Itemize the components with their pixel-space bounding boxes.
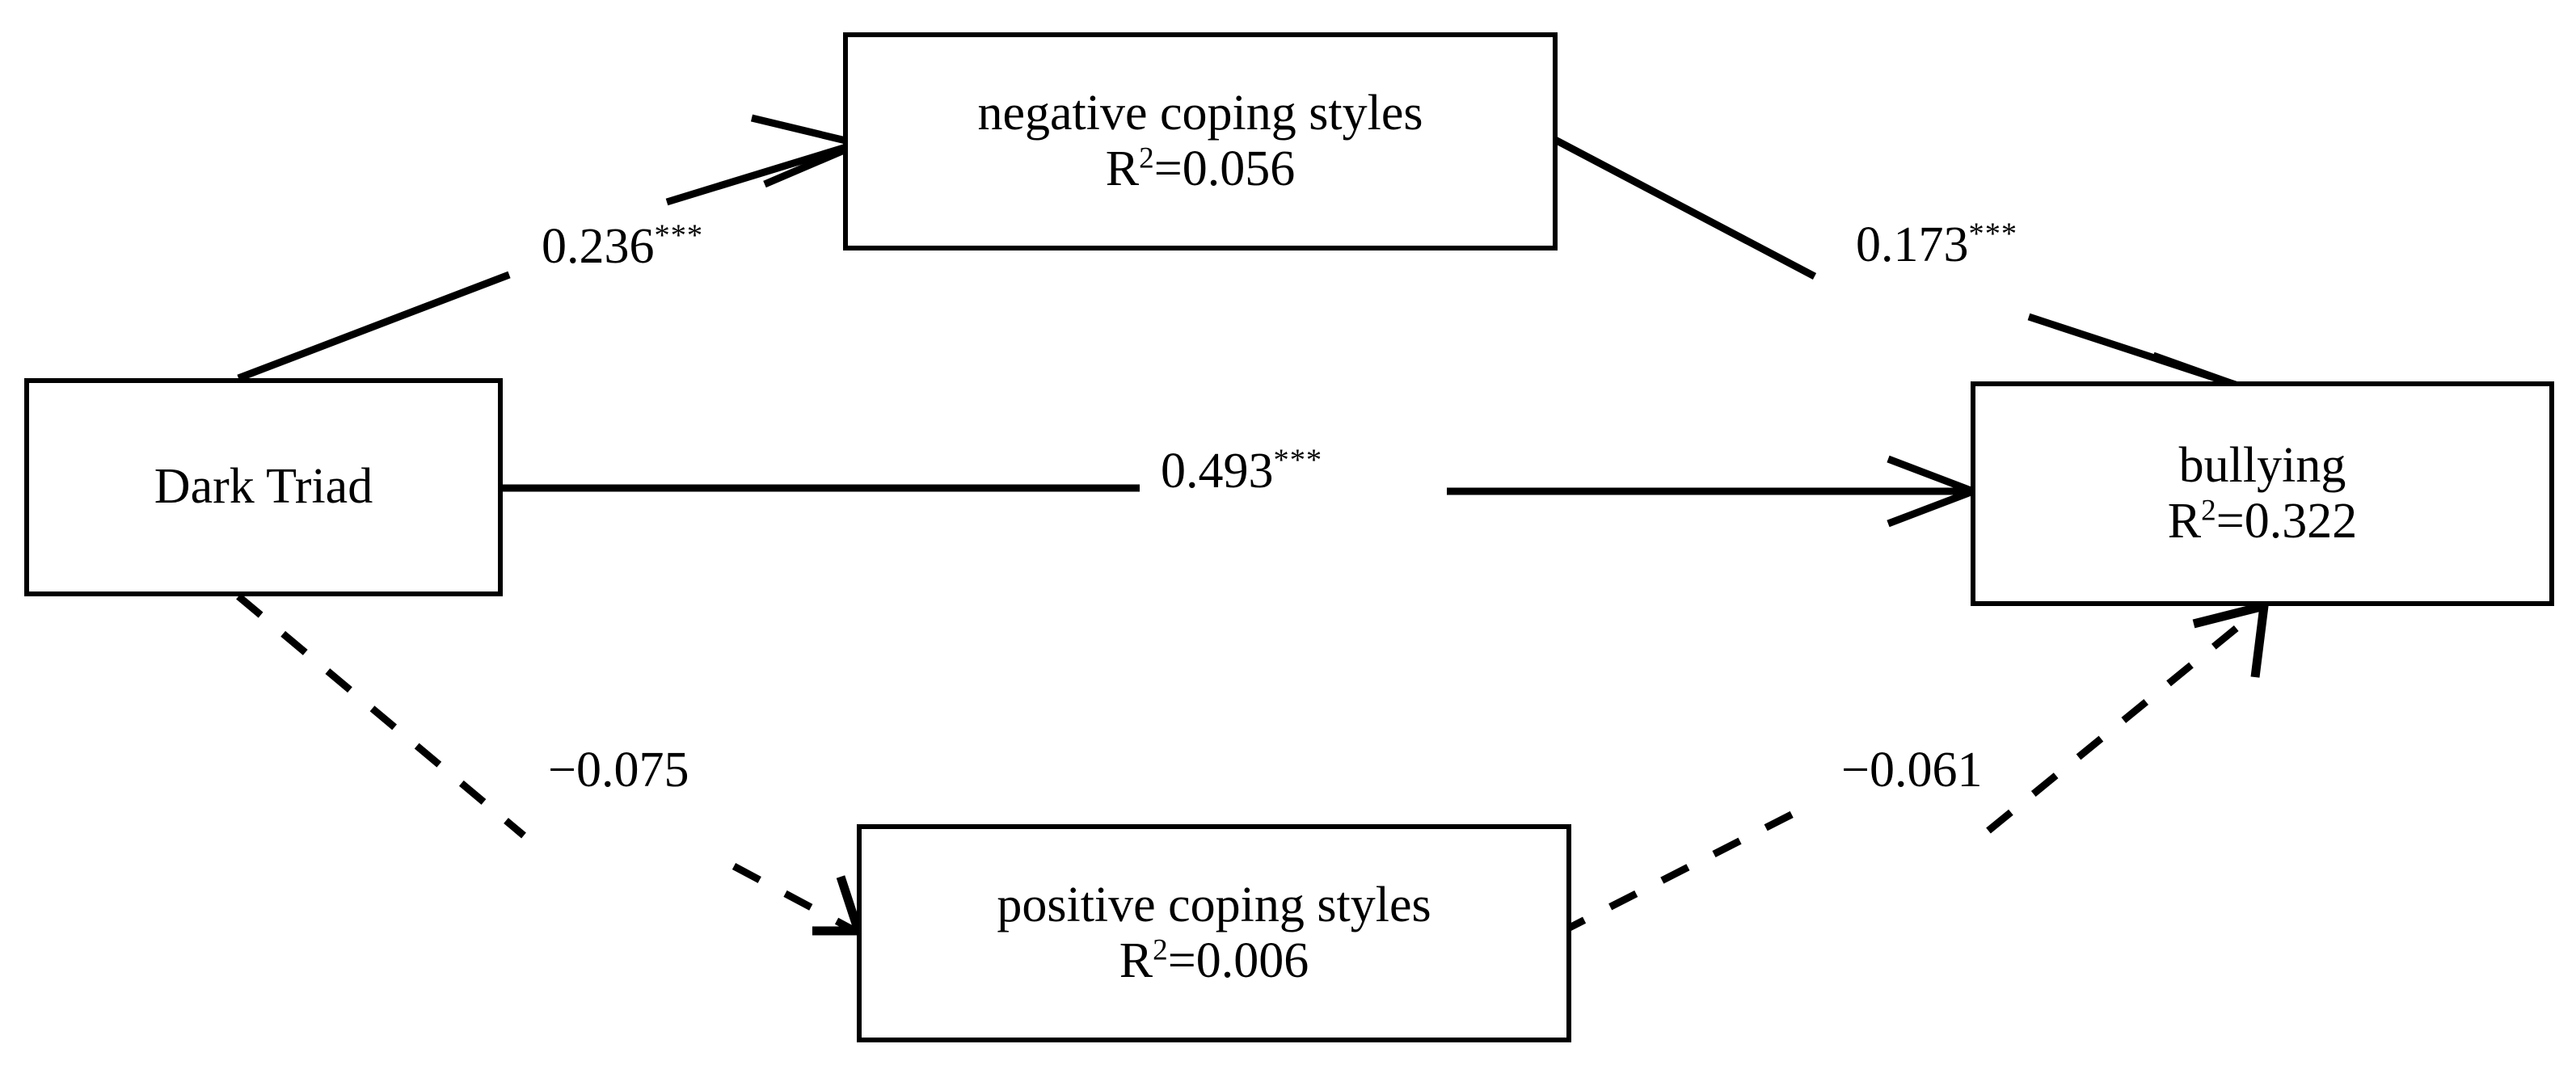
r-value: =0.322 xyxy=(2216,494,2358,549)
coefficient-value: −0.061 xyxy=(1841,743,1983,798)
edge-segment-upper xyxy=(1553,137,1817,280)
path-label-positive-coping-to-bullying: −0.061 xyxy=(1836,742,1988,799)
edge-segment-upper xyxy=(236,593,526,839)
significance-stars: *** xyxy=(1273,443,1323,478)
r-value: =0.006 xyxy=(1167,933,1309,988)
edge-segment-lower xyxy=(731,863,858,934)
node-negative-coping-styles[interactable]: negative coping styles R2=0.056 xyxy=(843,32,1558,250)
r-value: =0.056 xyxy=(1153,141,1296,196)
edge-segment-lower xyxy=(1556,798,1819,937)
node-label: positive coping styles xyxy=(997,877,1431,932)
node-r-squared: R2=0.056 xyxy=(1106,141,1295,197)
node-dark-triad[interactable]: Dark Triad xyxy=(24,378,503,596)
edge-positive-coping-to-bullying xyxy=(1556,600,2270,937)
path-label-negative-coping-to-bullying: 0.173*** xyxy=(1851,217,2023,274)
r-superscript: 2 xyxy=(1139,141,1154,175)
significance-stars: *** xyxy=(654,218,704,253)
significance-stars: *** xyxy=(1968,217,2018,251)
coefficient-value: −0.075 xyxy=(548,743,689,798)
node-label: bullying xyxy=(2178,437,2346,493)
edge-negative-coping-to-bullying xyxy=(1553,137,2271,427)
node-r-squared: R2=0.322 xyxy=(2168,494,2357,549)
coefficient-value: 0.493 xyxy=(1161,444,1274,499)
node-label: negative coping styles xyxy=(977,85,1423,141)
r-superscript: 2 xyxy=(2201,494,2216,528)
node-positive-coping-styles[interactable]: positive coping styles R2=0.006 xyxy=(857,824,1571,1042)
edge-segment-lower xyxy=(237,271,511,382)
arrowhead-solid xyxy=(812,875,865,936)
node-r-squared: R2=0.006 xyxy=(1119,933,1309,989)
r-superscript: 2 xyxy=(1153,933,1168,967)
coefficient-value: 0.236 xyxy=(542,219,655,274)
r-symbol: R xyxy=(2167,494,2202,549)
node-label: Dark Triad xyxy=(154,459,373,515)
path-label-dark-triad-to-positive-coping: −0.075 xyxy=(543,742,694,799)
node-bullying[interactable]: bullying R2=0.322 xyxy=(1971,381,2554,606)
path-label-dark-triad-to-negative-coping: 0.236*** xyxy=(537,218,709,276)
edge-segment-upper xyxy=(1986,604,2264,834)
r-symbol: R xyxy=(1119,933,1153,988)
arrowhead-solid xyxy=(2192,600,2270,678)
edge-segment-upper xyxy=(665,140,858,206)
r-symbol: R xyxy=(1105,141,1140,196)
path-label-dark-triad-to-bullying: 0.493*** xyxy=(1156,443,1328,500)
coefficient-value: 0.173 xyxy=(1856,217,1969,272)
